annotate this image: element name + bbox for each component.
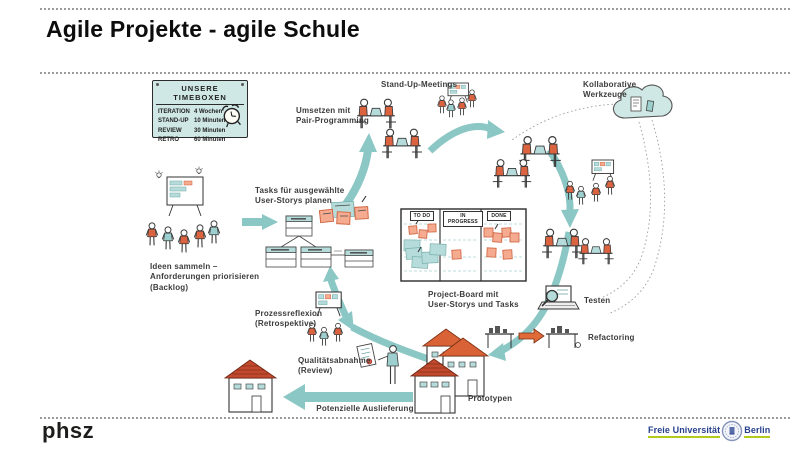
cloud-dotted-connectors <box>511 103 666 315</box>
certificate-icon <box>356 343 377 368</box>
story-sticky-notes <box>318 195 369 225</box>
lightbulb-icon <box>194 166 204 175</box>
review-scene <box>356 343 399 384</box>
timebox-row: REVIEW 30 Minuten <box>158 127 226 134</box>
label-delivery: Potenzielle Auslieferung <box>316 404 414 413</box>
backlog-scene <box>145 166 221 253</box>
label-pair-programming: Umsetzen mit Pair-Programming <box>296 106 369 126</box>
label-collaborative-tools: Kollaborative Werkzeuge <box>583 80 637 100</box>
label-testing: Testen <box>584 296 611 305</box>
board-sticky-notes <box>403 218 520 269</box>
label-prototypes: Prototypen <box>468 394 513 403</box>
phsz-logo: phsz <box>42 418 95 443</box>
delivered-house <box>223 359 278 413</box>
lightbulb-icon <box>154 170 164 179</box>
fu-berlin-logo: Freie Universität Berlin <box>648 420 771 442</box>
timebox-title: UNSERE TIMEBOXEN <box>156 81 244 105</box>
alarm-clock-icon <box>222 104 241 128</box>
label-review: Qualitätsabnahme (Review) <box>298 356 371 376</box>
pin-icon <box>241 83 244 86</box>
label-retrospective: Prozessreflexion (Retrospektive) <box>255 309 323 329</box>
laptop-magnifier-icon <box>537 285 580 310</box>
planning-diagram <box>265 215 374 268</box>
timebox-panel: UNSERE TIMEBOXEN ITERATION 4 Wochen STAN… <box>152 80 248 143</box>
header-dotted-rule <box>40 72 790 74</box>
fu-logo-text-left: Freie Universität <box>648 425 721 438</box>
label-standup: Stand-Up-Meetings <box>381 80 458 89</box>
footer-dotted-rule <box>40 417 790 419</box>
page-title: Agile Projekte - agile Schule <box>46 16 360 42</box>
pin-icon <box>156 83 159 86</box>
label-collect-ideas: Ideen sammeln – Anforderungen priorisier… <box>150 262 260 292</box>
board-column-done: DONE <box>487 211 511 221</box>
top-dotted-rule <box>40 8 790 10</box>
transform-arrow-icon <box>518 328 545 344</box>
fu-seal-icon <box>722 420 743 442</box>
timebox-row: STAND-UP 10 Minuten <box>158 118 226 125</box>
cloud-icon <box>613 84 673 119</box>
pen-icon <box>361 195 367 203</box>
pair-programming-lower <box>541 228 615 265</box>
board-column-inprogress: IN PROGRESS <box>443 211 483 227</box>
prototype-houses <box>409 328 490 414</box>
label-refactoring: Refactoring <box>588 333 635 342</box>
project-board <box>400 208 527 282</box>
label-project-board: Project-Board mit User-Storys und Tasks <box>428 290 519 310</box>
label-plan-tasks: Tasks für ausgewählte User-Storys planen <box>255 186 345 206</box>
workbench-icons <box>485 326 581 348</box>
fu-logo-text-right: Berlin <box>744 425 771 438</box>
timebox-row: ITERATION 4 Wochen <box>158 109 223 115</box>
board-column-todo: TO DO <box>410 211 434 221</box>
timebox-row: RETRO 60 Minuten <box>158 136 226 143</box>
timebox-rows: ITERATION 4 Wochen STAND-UP 10 Minuten R… <box>153 105 247 145</box>
pair-programming-right <box>492 135 562 189</box>
